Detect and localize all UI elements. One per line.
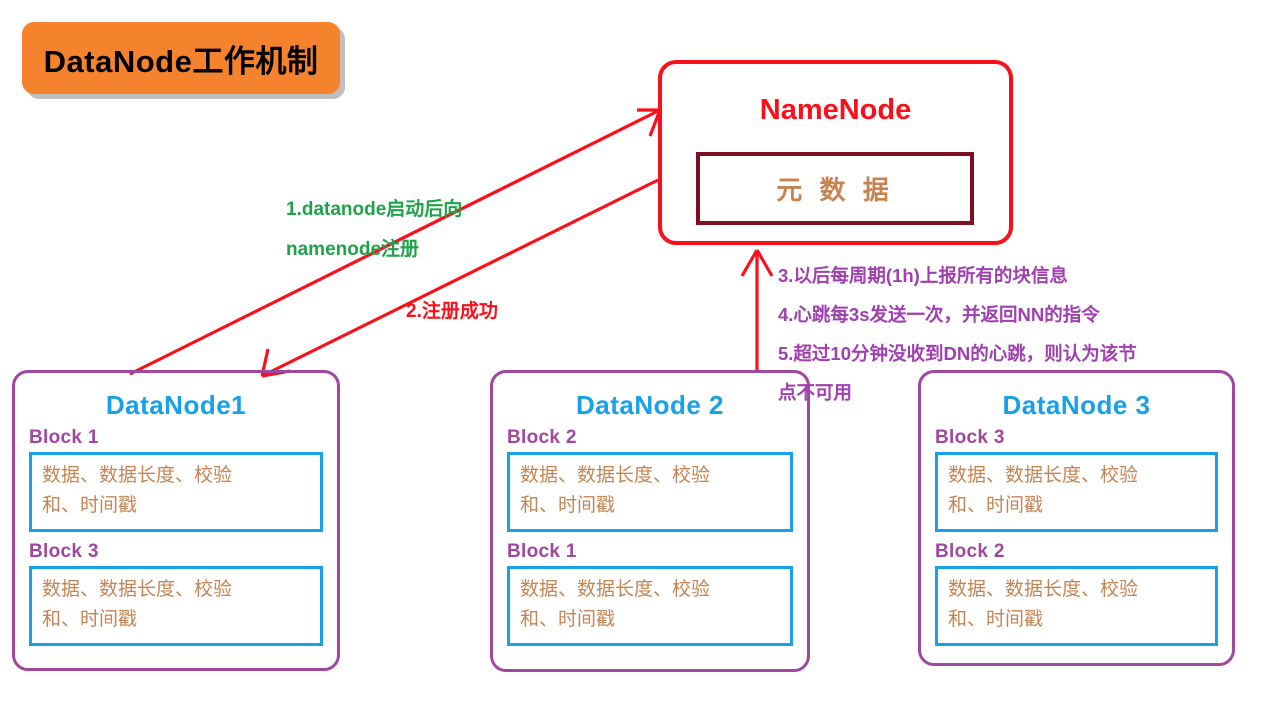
namenode-metadata-label: 元 数 据	[776, 175, 894, 205]
datanode-3-block-1-body: 数据、数据长度、校验 和、时间戳	[935, 566, 1218, 646]
diagram-title-banner: DataNode工作机制	[22, 22, 340, 94]
datanode-3-block-1-label: Block 2	[935, 541, 1005, 562]
datanode-2-box: DataNode 2 Block 2 数据、数据长度、校验 和、时间戳 Bloc…	[490, 370, 810, 672]
datanode-3-block-0-line-2: 和、时间戳	[948, 495, 1044, 516]
annotation-step-5-wrap: 点不可用	[778, 382, 853, 403]
datanode-1-block-1-line-1: 数据、数据长度、校验	[42, 579, 233, 600]
datanode-2-blocks: Block 2 数据、数据长度、校验 和、时间戳 Block 1 数据、数据长度…	[493, 427, 807, 646]
datanode-1-block-1-line-2: 和、时间戳	[42, 609, 138, 630]
datanode-3-blocks: Block 3 数据、数据长度、校验 和、时间戳 Block 2 数据、数据长度…	[921, 427, 1232, 646]
page-title: DataNode工作机制	[43, 43, 319, 79]
annotation-step-1-line-2: namenode注册	[286, 239, 420, 260]
datanode-3-label: DataNode 3	[1002, 390, 1151, 420]
datanode-2-block-1-label: Block 1	[507, 541, 577, 562]
datanode-2-block-1-line-2: 和、时间戳	[520, 609, 616, 630]
datanode-1-block-0-label: Block 1	[29, 427, 99, 448]
datanode-1-label: DataNode1	[105, 390, 247, 420]
datanode-2-label: DataNode 2	[575, 390, 725, 420]
datanode-3-block-0-line-1: 数据、数据长度、校验	[948, 465, 1139, 486]
annotation-steps-3-4-5: 3.以后每周期(1h)上报所有的块信息 4.心跳每3s发送一次，并返回NN的指令…	[778, 256, 1137, 412]
datanode-3-block-0-body: 数据、数据长度、校验 和、时间戳	[935, 452, 1218, 532]
datanode-1-block-0-body: 数据、数据长度、校验 和、时间戳	[29, 452, 323, 532]
datanode-1-blocks: Block 1 数据、数据长度、校验 和、时间戳 Block 3 数据、数据长度…	[15, 427, 337, 646]
datanode-2-block-0-line-1: 数据、数据长度、校验	[520, 465, 711, 486]
datanode-2-block-0-body: 数据、数据长度、校验 和、时间戳	[507, 452, 793, 532]
datanode-1-block-0-line-1: 数据、数据长度、校验	[42, 465, 233, 486]
annotation-step-2: 2.注册成功	[406, 301, 498, 322]
datanode-3-block-1-line-1: 数据、数据长度、校验	[948, 579, 1139, 600]
annotation-step-1: 1.datanode启动后向 namenode注册	[286, 190, 462, 270]
datanode-2-block-1-line-1: 数据、数据长度、校验	[520, 579, 711, 600]
datanode-1-block-1-label: Block 3	[29, 541, 99, 562]
annotation-step-4: 4.心跳每3s发送一次，并返回NN的指令	[778, 304, 1100, 325]
datanode-3-box: DataNode 3 Block 3 数据、数据长度、校验 和、时间戳 Bloc…	[918, 370, 1235, 666]
datanode-3-block-0-label: Block 3	[935, 427, 1005, 448]
annotation-step-3: 3.以后每周期(1h)上报所有的块信息	[778, 265, 1068, 286]
datanode-2-block-1-body: 数据、数据长度、校验 和、时间戳	[507, 566, 793, 646]
datanode-2-block-0-label: Block 2	[507, 427, 577, 448]
annotation-step-5: 5.超过10分钟没收到DN的心跳，则认为该节	[778, 343, 1137, 364]
datanode-1-block-0-line-2: 和、时间戳	[42, 495, 138, 516]
datanode-2-block-0-line-2: 和、时间戳	[520, 495, 616, 516]
datanode-3-block-1-line-2: 和、时间戳	[948, 609, 1044, 630]
namenode-label: NameNode	[759, 94, 912, 126]
arrow-datanode2-to-namenode	[740, 249, 774, 372]
namenode-metadata-box: 元 数 据	[696, 152, 974, 225]
datanode-1-box: DataNode1 Block 1 数据、数据长度、校验 和、时间戳 Block…	[12, 370, 340, 671]
namenode-box: NameNode 元 数 据	[658, 60, 1013, 245]
annotation-step-1-line-1: 1.datanode启动后向	[286, 199, 463, 220]
datanode-1-block-1-body: 数据、数据长度、校验 和、时间戳	[29, 566, 323, 646]
